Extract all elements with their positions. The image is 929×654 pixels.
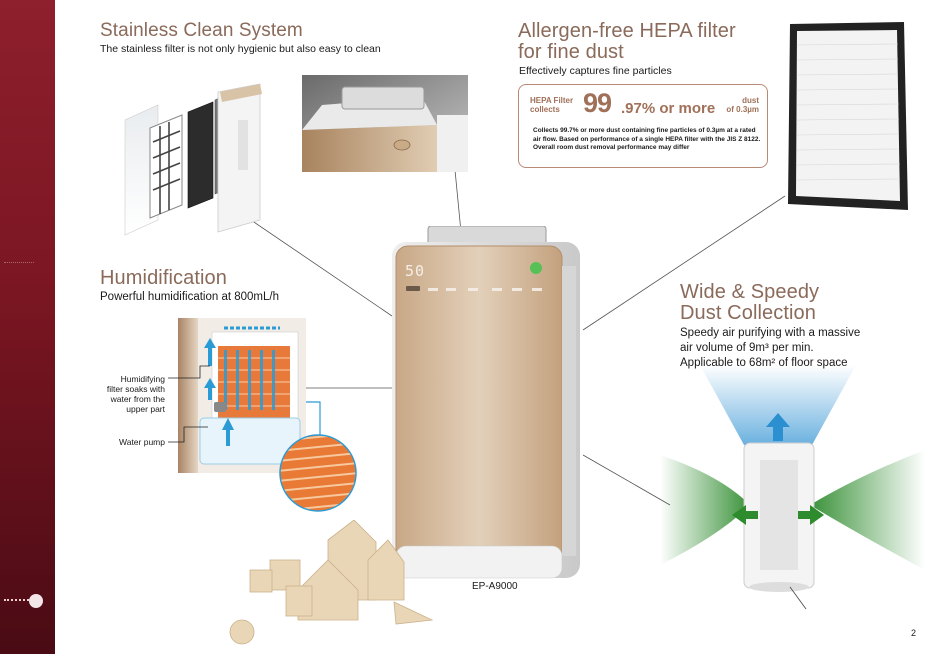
hepa-filter-image bbox=[788, 22, 908, 210]
humidification-subtitle: Powerful humidification at 800mL/h bbox=[100, 291, 279, 303]
hepa-badge-lead-line2: collects bbox=[530, 105, 560, 114]
hepa-badge-lead: HEPA Filter collects bbox=[530, 96, 573, 114]
sidebar-bullet bbox=[29, 594, 43, 608]
page-number: 2 bbox=[911, 628, 917, 638]
hepa-title-line2: for fine dust bbox=[518, 41, 624, 63]
hepa-performance-badge: HEPA Filter collects 99 .97% or more dus… bbox=[518, 84, 768, 168]
product-display-readout: 50 bbox=[405, 262, 426, 280]
hepa-badge-lead-line1: HEPA Filter bbox=[530, 96, 574, 105]
hepa-badge-dust-line2: of 0.3µm bbox=[726, 105, 759, 114]
sidebar-dotted-line bbox=[4, 599, 36, 601]
wooden-blocks bbox=[229, 520, 434, 645]
left-sidebar bbox=[0, 0, 55, 654]
air-purifier-product bbox=[392, 226, 580, 579]
hepa-badge-dust: dust of 0.3µm bbox=[726, 96, 759, 114]
product-model-label: EP-A9000 bbox=[472, 581, 518, 592]
speedy-title-line2: Dust Collection bbox=[680, 302, 817, 324]
humidification-title: Humidification bbox=[100, 267, 228, 289]
hepa-subtitle: Effectively captures fine particles bbox=[519, 65, 672, 77]
humidifying-filter-annotation-line1: Humidifying bbox=[120, 374, 165, 384]
stainless-title: Stainless Clean System bbox=[100, 20, 303, 41]
speedy-title-line1: Wide & Speedy bbox=[680, 281, 820, 303]
humidifying-filter-annotation: Humidifying filter soaks with water from… bbox=[95, 374, 165, 414]
hepa-badge-note: Collects 99.7% or more dust containing f… bbox=[533, 127, 761, 151]
speedy-description-line2: air volume of 9m³ per min. bbox=[680, 342, 814, 354]
speedy-description-line1: Speedy air purifying with a massive bbox=[680, 327, 861, 339]
annotation-leaders bbox=[168, 365, 210, 443]
humidifying-filter-annotation-line2: filter soaks with bbox=[106, 384, 165, 394]
humidification-diagram bbox=[178, 318, 306, 473]
top-vent-photo bbox=[302, 75, 468, 172]
humidifying-filter-annotation-line4: upper part bbox=[126, 404, 165, 414]
hepa-title-line1: Allergen-free HEPA filter bbox=[518, 20, 736, 42]
hepa-badge-percent-small: .97% or more bbox=[621, 100, 716, 117]
hepa-badge-percent-big: 99 bbox=[583, 88, 612, 118]
water-pump-annotation: Water pump bbox=[119, 437, 165, 447]
sidebar-dotted-line-top bbox=[4, 262, 34, 263]
stainless-subtitle: The stainless filter is not only hygieni… bbox=[100, 43, 381, 55]
stainless-filter-illustration bbox=[124, 83, 262, 236]
hepa-badge-dust-line1: dust bbox=[742, 96, 759, 105]
airflow-illustration bbox=[660, 365, 925, 610]
humidifying-filter-annotation-line3: water from the bbox=[110, 394, 165, 404]
filter-magnify-circle bbox=[279, 434, 357, 512]
